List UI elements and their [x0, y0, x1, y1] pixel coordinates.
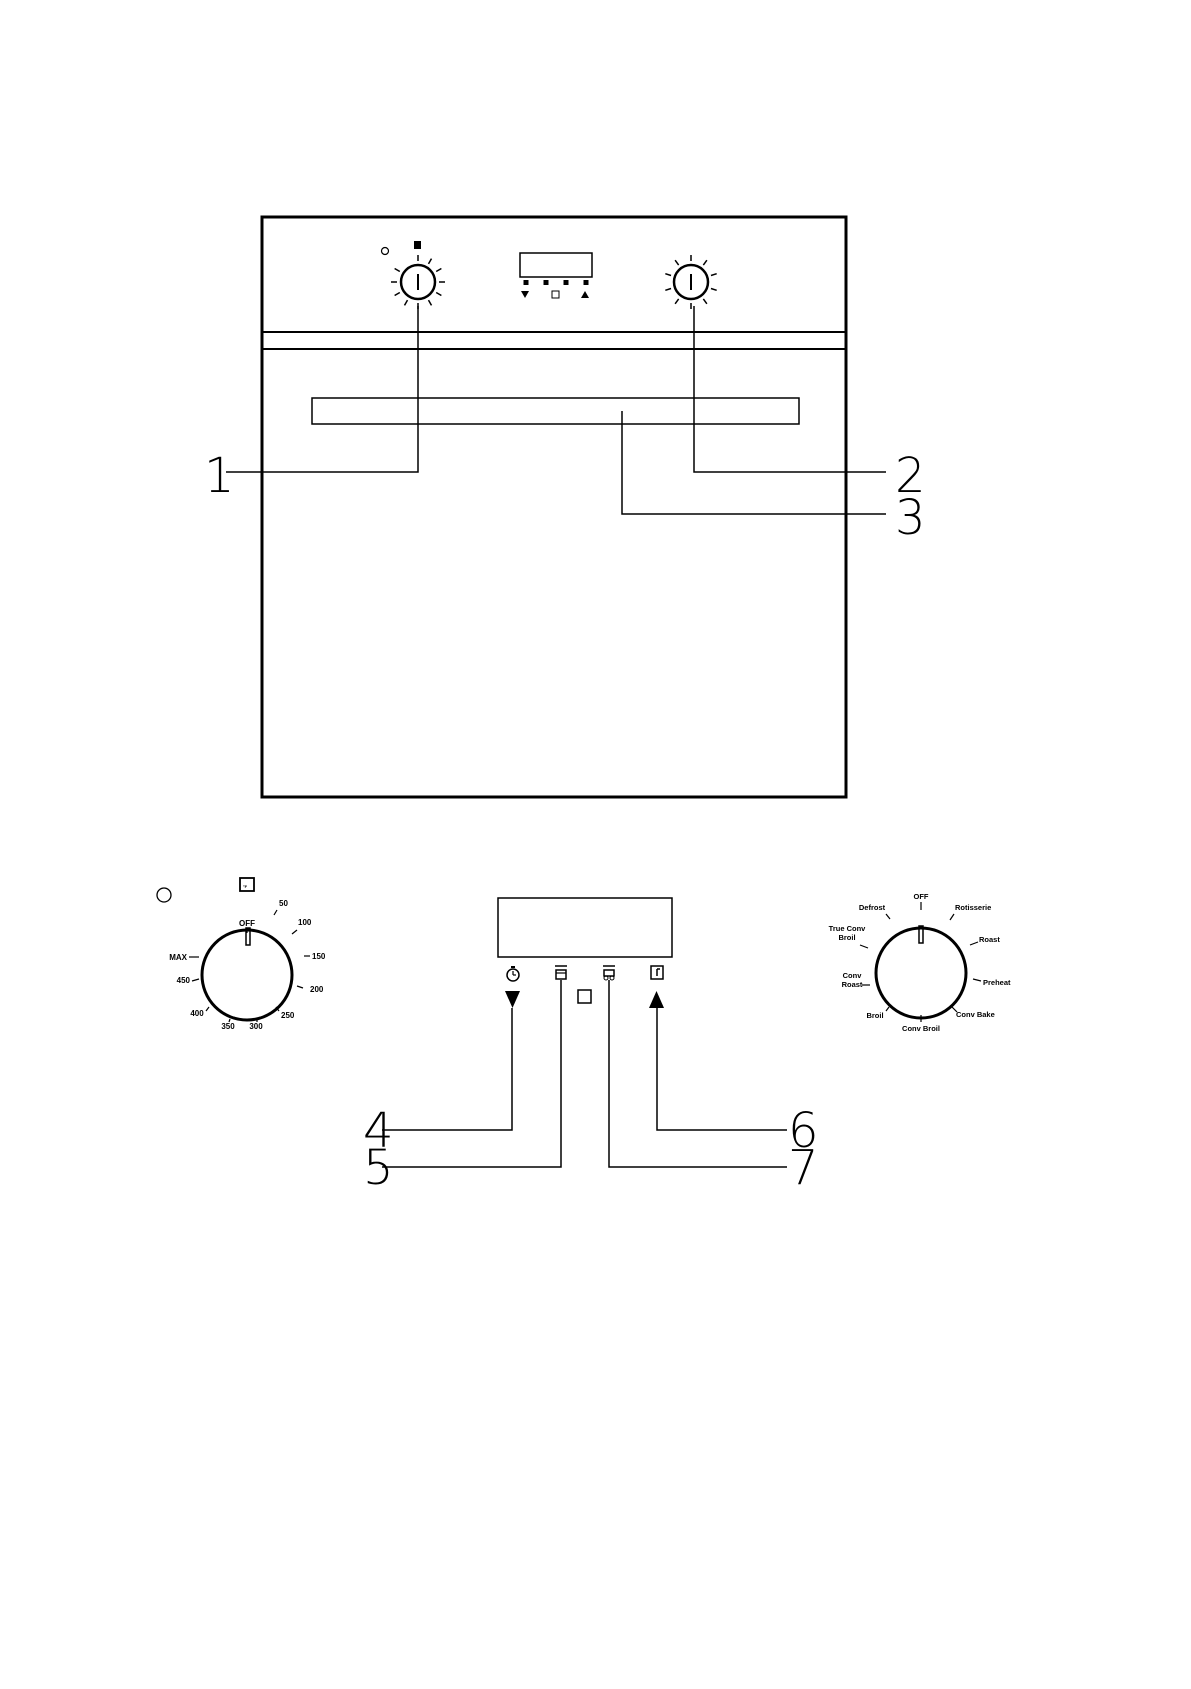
function-tick: [860, 945, 868, 948]
indicator-lamp: [382, 248, 389, 255]
panel-knob-tick: [665, 288, 671, 290]
temp-label-50: 50: [279, 899, 288, 908]
temp-tick: [297, 986, 303, 988]
stop-icon[interactable]: [578, 990, 591, 1003]
temp-label-200: 200: [310, 985, 324, 994]
panel-knob-tick: [703, 299, 707, 304]
temp-label-350: 350: [221, 1022, 235, 1031]
panel-knob-tick: [436, 293, 441, 296]
leader-2: [694, 306, 886, 472]
temp-label-300: 300: [249, 1022, 263, 1031]
callout-5: 5: [363, 1140, 394, 1196]
panel-temperature-knob: [391, 241, 445, 309]
temp-label-400: 400: [190, 1009, 204, 1018]
panel-knob-tick: [395, 269, 400, 272]
panel-timer-display: [520, 253, 592, 298]
panel-knob-tick: [665, 274, 671, 276]
temp-label-250: 250: [281, 1011, 295, 1020]
function-label-roast: Roast: [979, 935, 1000, 944]
callout-1: 1: [204, 448, 235, 504]
callout-leaders-top: [226, 306, 886, 514]
function-label-preheat: Preheat: [983, 978, 1011, 987]
function-label-defrost: Defrost: [859, 903, 886, 912]
panel-knob-tick: [436, 269, 441, 272]
function-label-broil: Broil: [866, 1011, 883, 1020]
oven-front: [262, 217, 846, 797]
leader-1: [226, 306, 418, 472]
door-handle: [312, 398, 799, 424]
function-tick: [950, 914, 954, 920]
down-arrow-icon[interactable]: [505, 991, 520, 1008]
panel-up-arrow-icon: [581, 291, 589, 298]
panel-knob-tick: [711, 274, 717, 276]
temperature-icon[interactable]: [651, 966, 663, 979]
function-label-conv-broil: Conv Broil: [902, 1024, 940, 1033]
function-label-off: OFF: [914, 892, 929, 901]
leader-7: [609, 980, 787, 1167]
timer-panel: [498, 898, 672, 1008]
fahrenheit-icon-label: °F: [243, 884, 248, 889]
temp-tick: [292, 930, 297, 934]
callout-3: 3: [895, 490, 926, 546]
function-label-rotisserie: Rotisserie: [955, 903, 991, 912]
temp-label-max: MAX: [169, 953, 187, 962]
temperature-knob: °F OFF 50 100 150 200 250 300 350 400 450 MAX: [169, 878, 326, 1031]
callout-leaders-bottom: [382, 980, 787, 1167]
temp-label-150: 150: [312, 952, 326, 961]
function-label-conv-bake: Conv Bake: [956, 1010, 995, 1019]
panel-down-arrow-icon: [521, 291, 529, 298]
temp-tick: [206, 1007, 209, 1011]
end-time-icon[interactable]: [603, 966, 615, 980]
panel-timer-icon: [564, 280, 569, 285]
indicator-lamp-large: [157, 888, 171, 902]
oven-outline: [262, 217, 846, 797]
leader-6: [657, 1008, 787, 1130]
panel-knob-tick: [675, 260, 679, 265]
panel-timer-icon: [544, 280, 549, 285]
panel-knob-tick: [429, 300, 432, 305]
temp-tick: [274, 910, 277, 915]
temp-label-450: 450: [177, 976, 191, 985]
temp-label-off: OFF: [239, 919, 255, 928]
panel-timer-icon: [584, 280, 589, 285]
panel-stop-icon: [552, 291, 559, 298]
panel-function-knob: [665, 255, 716, 309]
panel-knob-tick: [429, 259, 432, 264]
function-tick: [973, 979, 981, 981]
temp-tick: [192, 979, 199, 981]
leader-4: [382, 1008, 512, 1130]
bake-time-icon[interactable]: [555, 966, 567, 979]
callout-7: 7: [788, 1140, 819, 1196]
panel-knob-tick: [405, 300, 408, 305]
clock-icon[interactable]: [507, 966, 519, 981]
leader-5: [382, 980, 561, 1167]
function-tick: [970, 942, 978, 945]
panel-timer-icon: [524, 280, 529, 285]
panel-knob-tick: [711, 288, 717, 290]
function-tick: [886, 1007, 889, 1011]
timer-display: [498, 898, 672, 957]
temp-label-100: 100: [298, 918, 312, 927]
panel-knob-tick: [675, 299, 679, 304]
function-tick: [886, 914, 890, 919]
panel-knob-tick: [395, 293, 400, 296]
panel-knob-tick: [703, 260, 707, 265]
up-arrow-icon[interactable]: [649, 991, 664, 1008]
